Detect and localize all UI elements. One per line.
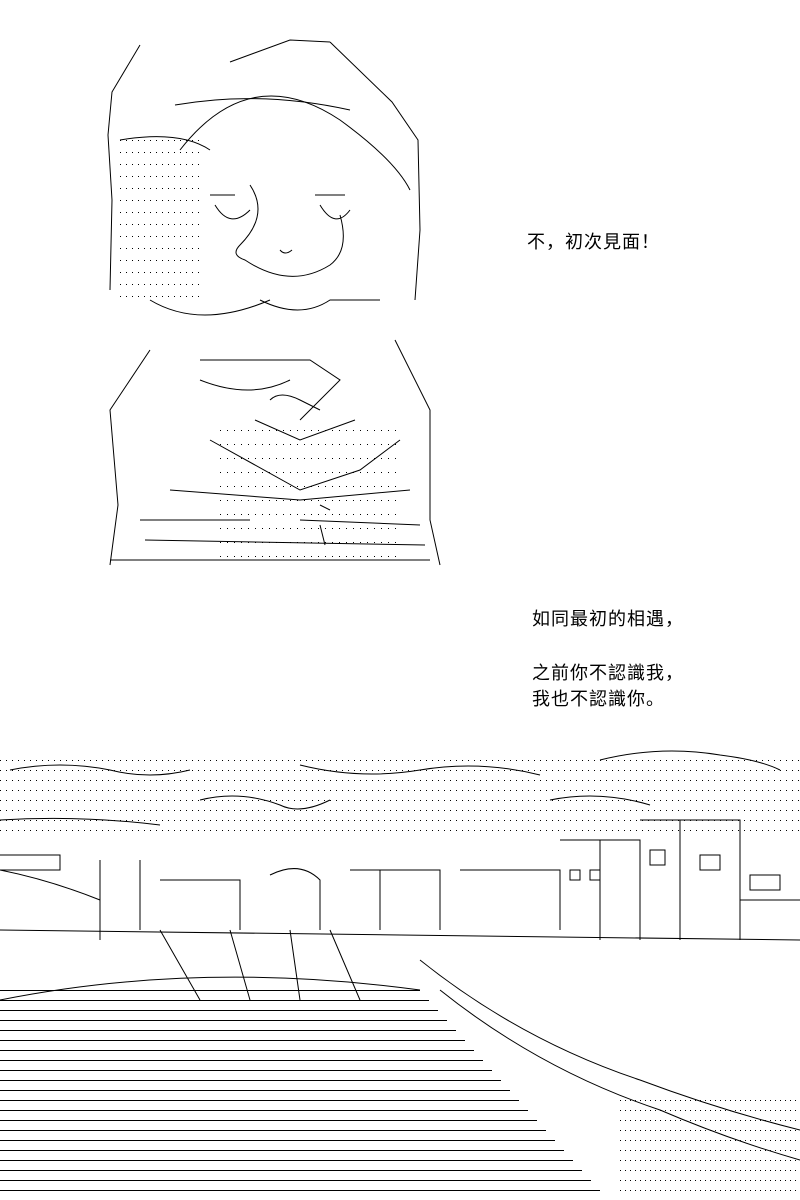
dialogue-strangers: 之前你不認識我， 我也不認識你。 (532, 663, 684, 710)
girl-ascii-art (107, 39, 441, 566)
dialogue-like-first-encounter: 如同最初的相遇， (532, 609, 684, 630)
dialogue-first-meeting: 不，初次見面！ (527, 232, 660, 253)
